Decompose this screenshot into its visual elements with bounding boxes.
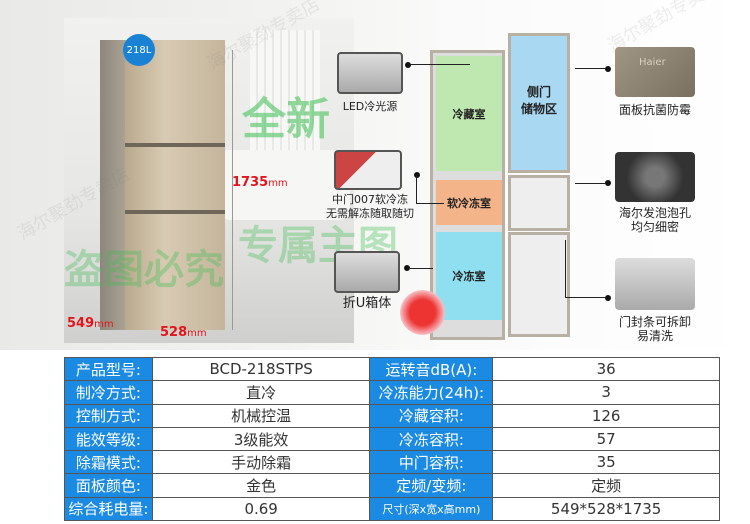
spec-label: 除霜模式: [64,450,153,475]
door-seal-thumb [615,258,695,310]
spec-row: 能效等级:3级能效冷冻容积:57 [64,426,720,452]
spec-value: 定频 [492,473,720,498]
side-door [508,33,570,173]
spec-value: 57 [492,426,720,452]
spec-label: 尺寸(深x宽x高mm) [369,496,494,522]
spec-label: 控制方式: [64,403,153,428]
freezer-zone: 冷冻室 [436,232,502,320]
height-label: 1735mm [232,175,288,190]
spec-label: 定频/变频: [369,473,494,498]
side-door-zone: 侧门储物区 [520,85,557,116]
spec-value: 3级能效 [151,426,371,452]
spec-value: 126 [492,403,720,428]
spec-value: 手动除霜 [151,450,371,475]
spec-row: 面板颜色:金色定频/变频:定频 [64,473,720,498]
panel-thumb: Haier [615,47,695,97]
spec-value: 机械控温 [151,403,371,428]
spec-label: 面板颜色: [64,473,153,498]
soft-freeze-zone: 软冷冻室 [436,180,502,225]
spec-label: 冷冻容积: [369,426,494,452]
spec-label: 综合耗电量: [64,496,153,522]
product-hero-image: 全新 专属主图 盗图必究 海尔聚劲专卖店 海尔聚劲专卖店 海尔聚劲专卖店 218… [0,0,750,350]
spec-label: 制冷方式: [64,380,153,405]
spec-label: 运转音dB(A): [369,356,494,382]
led-light-thumb [337,52,403,94]
fridge-zone: 冷藏室 [436,56,502,171]
sofa [220,150,350,220]
spec-value: 金色 [151,473,371,498]
spec-label: 产品型号: [64,356,153,382]
led-caption: LED冷光源 [342,100,398,113]
spec-label: 冷冻能力(24h): [369,380,494,405]
spec-label: 能效等级: [64,426,153,452]
spec-value: 549*528*1735 [492,496,720,522]
green-watermark-1: 全新 [242,94,330,145]
capacity-badge: 218L [123,34,155,66]
middle-door [508,175,570,231]
u-box-caption: 折U箱体 [342,296,392,311]
foam-caption: 海尔发泡泡孔均匀细密 [618,206,691,234]
seal-caption: 门封条可拆卸易清洗 [618,315,691,343]
spec-label: 冷藏容积: [369,403,494,428]
depth-label: 549mm [67,316,114,331]
foam-thumb [615,152,695,202]
spec-value: 0.69 [151,496,371,522]
window-curtain [250,30,320,170]
spec-row: 控制方式:机械控温冷藏容积:126 [64,403,720,428]
spec-value: 直冷 [151,380,371,405]
spec-row: 制冷方式:直冷冷冻能力(24h):3 [64,380,720,405]
spec-label: 中门容积: [369,450,494,475]
spec-value: 35 [492,450,720,475]
width-label: 528mm [160,325,207,340]
u-box-thumb [334,251,400,293]
spec-value: 3 [492,380,720,405]
green-watermark-3: 盗图必究 [64,247,224,293]
haier-logo: Haier [639,57,666,68]
strawberries-image [400,290,445,335]
height-dimension-line [232,50,233,330]
spec-value: 36 [492,356,720,382]
fridge-closed-image [100,40,225,330]
middle-door-caption: 中门007软冷冻无需解冻随取随切 [326,193,414,220]
soft-freeze-thumb [334,150,402,190]
panel-caption: 面板抗菌防霉 [618,103,691,117]
spec-value: BCD-218STPS [151,356,371,382]
spec-row: 除霜模式:手动除霜中门容积:35 [64,450,720,475]
freezer-door [508,232,570,337]
